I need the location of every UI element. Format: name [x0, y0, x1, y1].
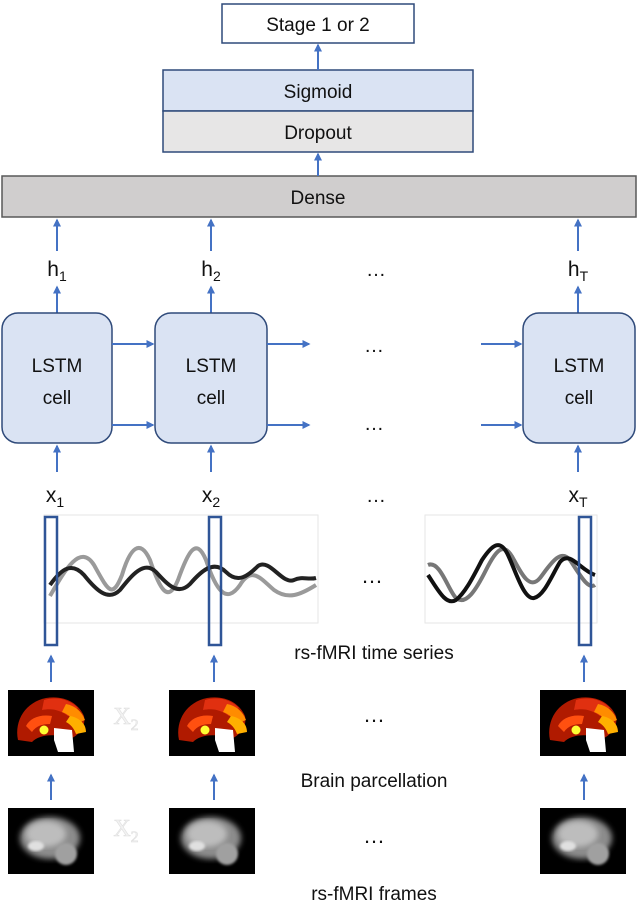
sigmoid-label: Sigmoid: [284, 82, 353, 103]
lstm-cell-2-line1: LSTM: [186, 356, 237, 377]
input-ellipsis: …: [366, 485, 386, 507]
lstm-cell-1: LSTM cell: [1, 312, 113, 444]
hidden-label-T: hT: [568, 258, 589, 284]
lstm-cell-2-line2: cell: [197, 388, 226, 409]
lstm-cell-T-line2: cell: [565, 388, 594, 409]
dense-layer: Dense: [1, 175, 637, 218]
recurrent-ellipsis-top: …: [364, 335, 384, 357]
fmri-frame-image-T: [540, 808, 626, 874]
fmri-frame-image-1: [8, 808, 94, 874]
dropout-box: Dropout: [162, 110, 474, 153]
faint-x2-label-2: X2: [113, 816, 138, 846]
frames-caption: rs-fMRI frames: [311, 884, 437, 905]
time-series-caption: rs-fMRI time series: [294, 643, 453, 664]
lstm-cell-T: LSTM cell: [522, 312, 636, 444]
hidden-label-2: h2: [201, 258, 221, 284]
output-box: Stage 1 or 2: [221, 3, 415, 44]
parcellation-image-2: [169, 690, 255, 756]
input-label-1: x1: [46, 484, 65, 510]
output-label: Stage 1 or 2: [266, 15, 370, 36]
time-series-plot-left: [43, 514, 319, 624]
parcellation-image-T: [540, 690, 626, 756]
lstm-cell-2: LSTM cell: [154, 312, 268, 444]
hidden-label-1: h1: [47, 258, 67, 284]
time-window-T: [577, 515, 593, 647]
input-label-T: xT: [568, 484, 588, 510]
faint-x2-label-1: X2: [113, 704, 138, 734]
time-window-1: [43, 515, 59, 647]
parcellation-caption: Brain parcellation: [301, 771, 448, 792]
parcellation-ellipsis: …: [363, 702, 385, 727]
lstm-cell-T-line1: LSTM: [554, 356, 605, 377]
time-series-plot-right: [424, 514, 598, 624]
fmri-frame-image-2: [169, 808, 255, 874]
time-series-ellipsis: …: [361, 563, 383, 588]
hidden-ellipsis: …: [366, 259, 386, 281]
dense-label: Dense: [291, 188, 346, 209]
lstm-cell-1-line1: LSTM: [32, 356, 83, 377]
dropout-label: Dropout: [284, 123, 352, 144]
parcellation-image-1: [8, 690, 94, 756]
sigmoid-box: Sigmoid: [162, 69, 474, 112]
input-label-2: x2: [202, 484, 221, 510]
lstm-cell-1-line2: cell: [43, 388, 72, 409]
recurrent-ellipsis-bottom: …: [364, 413, 384, 435]
time-window-2: [207, 515, 223, 647]
frames-ellipsis: …: [363, 823, 385, 848]
